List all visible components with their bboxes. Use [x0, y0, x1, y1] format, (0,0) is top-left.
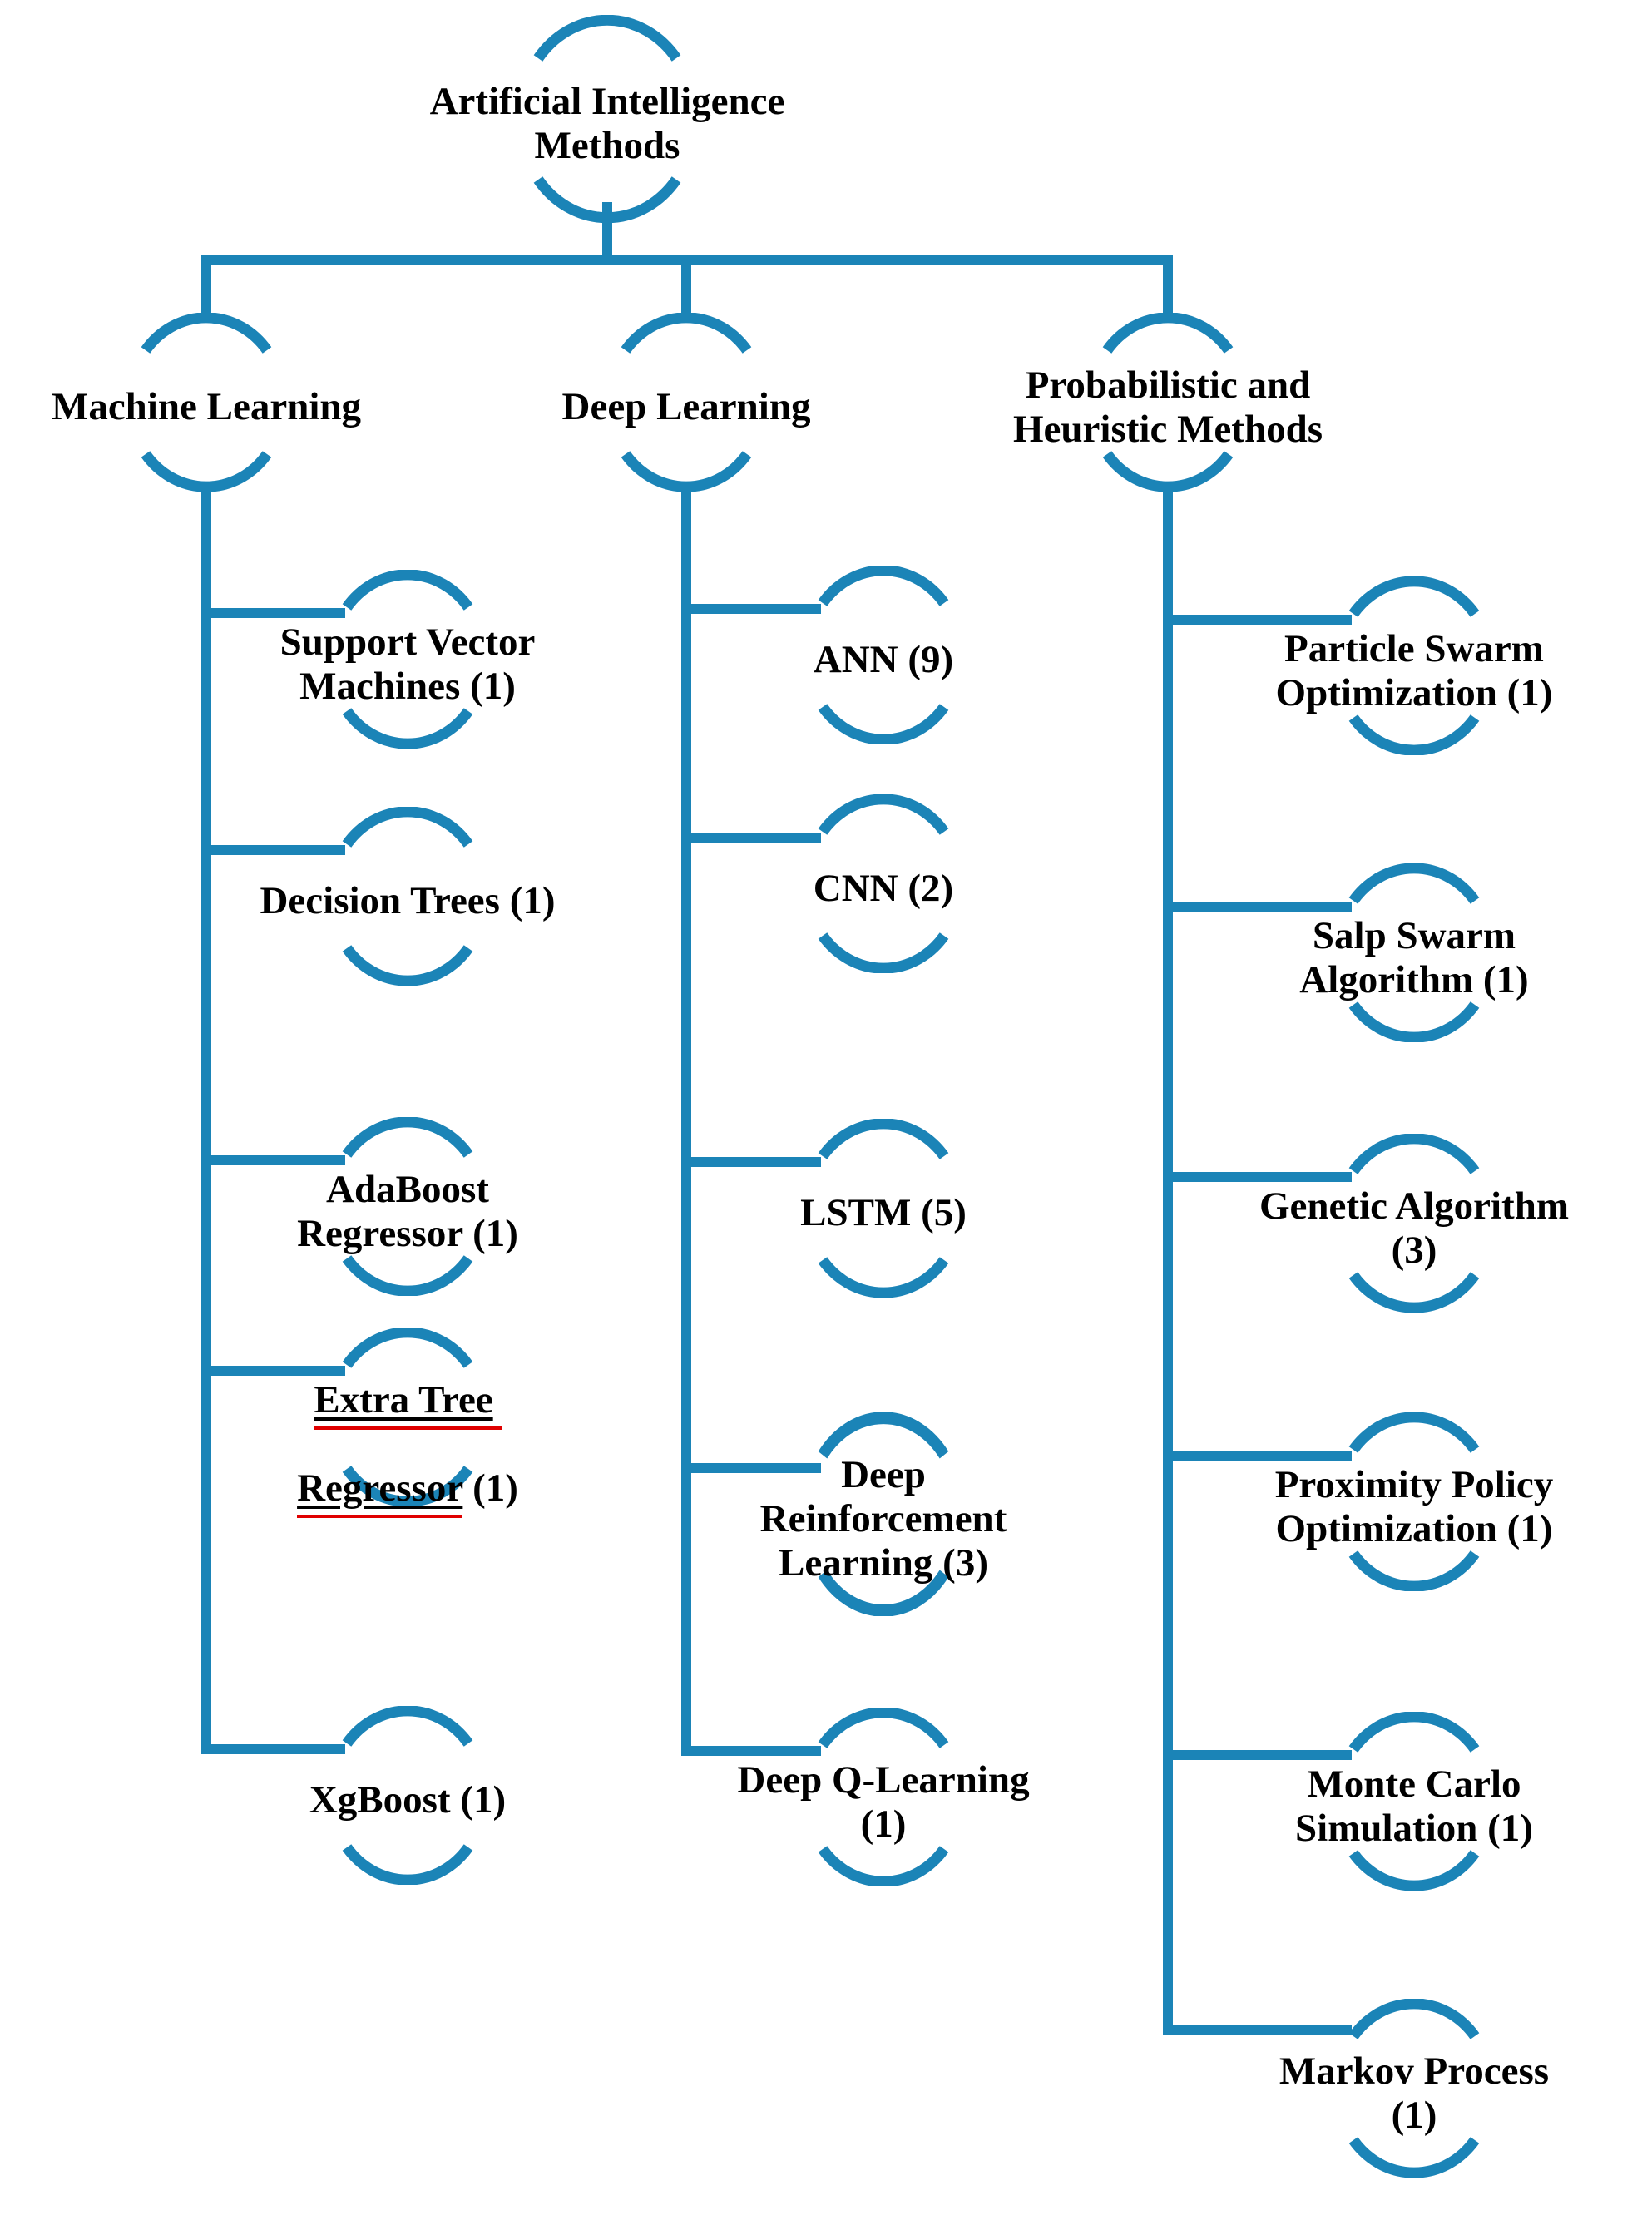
- node-adaboost-regressor: AdaBoost Regressor (1): [297, 1117, 518, 1296]
- node-ellipse: [621, 313, 752, 492]
- connector-stub-salp-swarm: [1168, 902, 1352, 912]
- node-monte-carlo-simulation: Monte Carlo Simulation (1): [1295, 1712, 1533, 1891]
- connector-stub-markov-process: [1168, 2025, 1352, 2035]
- connector-stub-proximity-policy: [1168, 1451, 1352, 1461]
- node-ellipse: [342, 1328, 473, 1506]
- connector-stub-extra-tree-regressor: [206, 1366, 345, 1376]
- node-label-salp-swarm-algorithm: Salp Swarm Algorithm (1): [1299, 913, 1529, 1001]
- node-label-deep-q-learning: Deep Q-Learning (1): [737, 1758, 1030, 1846]
- node-label-proximity-policy-optimization: Proximity Policy Optimization (1): [1274, 1462, 1554, 1550]
- node-decision-trees: Decision Trees (1): [260, 807, 556, 986]
- node-ellipse: [818, 566, 949, 744]
- node-ellipse: [141, 313, 272, 492]
- connector-stub-monte-carlo: [1168, 1750, 1352, 1760]
- node-cnn: CNN (2): [804, 794, 962, 973]
- node-ellipse: [342, 1706, 473, 1885]
- node-label-support-vector-machines: Support Vector Machines (1): [279, 620, 536, 708]
- node-label-adaboost-regressor: AdaBoost Regressor (1): [297, 1167, 518, 1255]
- node-label-monte-carlo-simulation: Monte Carlo Simulation (1): [1295, 1762, 1533, 1850]
- connector-branch-stub-machine-learning: [201, 255, 211, 314]
- node-artificial-intelligence-methods: Artificial Intelligence Methods: [430, 15, 784, 223]
- connector-trunk-probabilistic: [1163, 492, 1173, 2035]
- node-ellipse: [818, 1708, 949, 1886]
- node-label-extra-tree-regressor: Extra Tree Regressor (1): [212, 1332, 603, 1518]
- node-ellipse: [342, 807, 473, 986]
- connector-stub-support-vector-machines: [206, 608, 345, 618]
- regressor-underlined-text: Regressor: [297, 1466, 463, 1518]
- node-label-probabilistic-heuristic-methods: Probabilistic and Heuristic Methods: [1012, 363, 1323, 451]
- node-machine-learning: Machine Learning: [52, 313, 361, 492]
- node-ellipse: [1348, 863, 1480, 1042]
- connector-stub-ann: [686, 604, 821, 614]
- node-label-genetic-algorithm: Genetic Algorithm (3): [1259, 1184, 1569, 1272]
- node-label-markov-process: Markov Process (1): [1279, 2049, 1550, 2137]
- node-label-cnn: CNN (2): [813, 867, 954, 910]
- node-deep-learning: Deep Learning: [562, 313, 810, 492]
- node-xgboost: XgBoost (1): [309, 1706, 506, 1885]
- connector-stub-xgboost: [206, 1744, 345, 1754]
- node-extra-tree-regressor: Extra Tree Regressor (1): [297, 1328, 518, 1518]
- node-ellipse: [1348, 576, 1480, 755]
- node-label-deep-reinforcement-learning: Deep Reinforcement Learning (3): [759, 1453, 1007, 1585]
- node-label-ann: ANN (9): [813, 638, 954, 681]
- extra-tree-underlined-text: Extra Tree: [314, 1377, 502, 1430]
- node-deep-reinforcement-learning: Deep Reinforcement Learning (3): [760, 1412, 1007, 1616]
- node-label-artificial-intelligence-methods: Artificial Intelligence Methods: [429, 80, 785, 167]
- node-ellipse: [342, 570, 473, 749]
- node-lstm: LSTM (5): [800, 1119, 967, 1298]
- connector-branch-stub-probabilistic: [1163, 255, 1173, 314]
- node-genetic-algorithm: Genetic Algorithm (3): [1259, 1134, 1569, 1313]
- node-markov-process: Markov Process (1): [1279, 1999, 1549, 2178]
- connector-stub-adaboost-regressor: [206, 1155, 345, 1165]
- node-ellipse: [818, 1119, 949, 1298]
- node-label-lstm: LSTM (5): [800, 1191, 967, 1234]
- node-ellipse: [1102, 313, 1234, 492]
- node-ellipse: [1348, 1134, 1480, 1313]
- connector-stub-particle-swarm: [1168, 615, 1352, 625]
- node-ellipse: [818, 794, 949, 973]
- node-label-decision-trees: Decision Trees (1): [260, 879, 556, 922]
- node-label-machine-learning: Machine Learning: [51, 385, 362, 428]
- node-ellipse: [342, 1117, 473, 1296]
- connector-branch-stub-deep-learning: [681, 255, 691, 314]
- connector-stub-deep-q-learning: [686, 1746, 821, 1756]
- connector-stub-genetic-algorithm: [1168, 1172, 1352, 1182]
- node-deep-q-learning: Deep Q-Learning (1): [737, 1708, 1030, 1886]
- node-particle-swarm-optimization: Particle Swarm Optimization (1): [1276, 576, 1552, 755]
- regressor-count-text: (1): [462, 1466, 518, 1510]
- connector-stub-lstm: [686, 1157, 821, 1167]
- node-label-deep-learning: Deep Learning: [561, 385, 811, 428]
- node-ellipse: [1348, 1712, 1480, 1891]
- node-ellipse: [1348, 1412, 1480, 1591]
- node-proximity-policy-optimization: Proximity Policy Optimization (1): [1275, 1412, 1553, 1591]
- connector-stub-cnn: [686, 833, 821, 843]
- node-ellipse: [818, 1412, 949, 1616]
- node-label-particle-swarm-optimization: Particle Swarm Optimization (1): [1275, 626, 1553, 714]
- node-ann: ANN (9): [804, 566, 962, 744]
- node-salp-swarm-algorithm: Salp Swarm Algorithm (1): [1299, 863, 1529, 1042]
- node-label-xgboost: XgBoost (1): [309, 1778, 507, 1822]
- node-ellipse: [533, 15, 681, 223]
- connector-stub-deep-reinforcement-learning: [686, 1463, 821, 1473]
- connector-stub-decision-trees: [206, 845, 345, 855]
- node-support-vector-machines: Support Vector Machines (1): [280, 570, 535, 749]
- node-ellipse: [1348, 1999, 1480, 2178]
- node-probabilistic-heuristic-methods: Probabilistic and Heuristic Methods: [1013, 313, 1323, 492]
- connector-trunk-deep-learning: [681, 492, 691, 1756]
- connector-trunk-machine-learning: [201, 492, 211, 1754]
